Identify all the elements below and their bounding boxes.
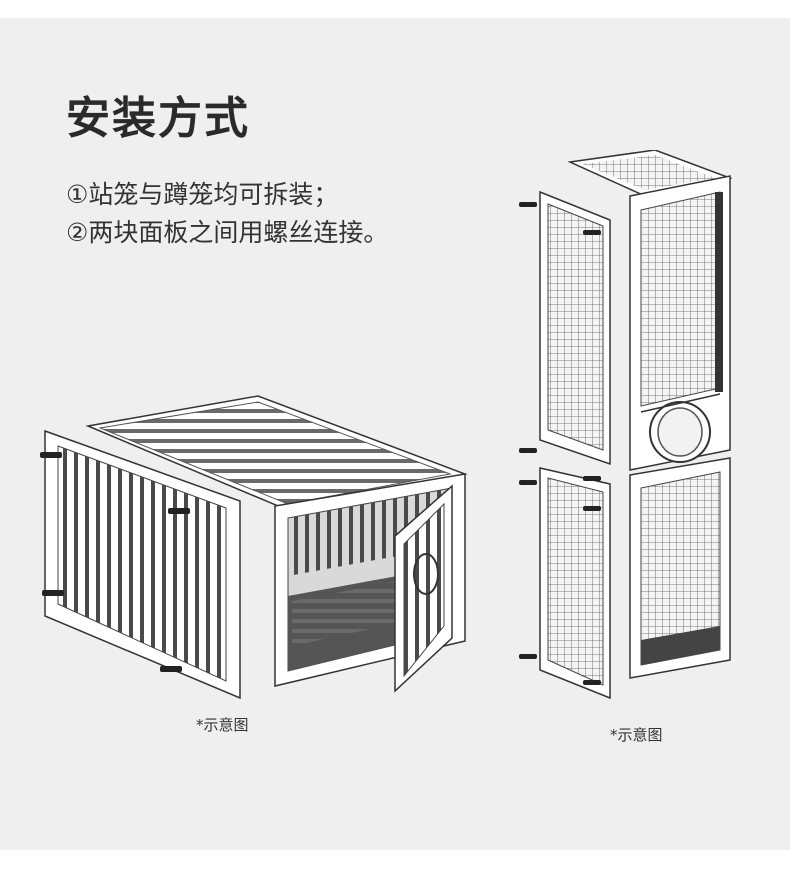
squat-cage-illustration bbox=[40, 395, 468, 700]
description: ①站笼与蹲笼均可拆装； ②两块面板之间用螺丝连接。 bbox=[66, 176, 388, 252]
description-line-1: ①站笼与蹲笼均可拆装； bbox=[66, 180, 339, 209]
left-caption: *示意图 bbox=[196, 716, 249, 734]
description-line-2: ②两块面板之间用螺丝连接。 bbox=[66, 218, 389, 247]
page-title: 安装方式 bbox=[66, 93, 250, 144]
standing-cage-illustration bbox=[519, 150, 733, 700]
content-panel: 安装方式 ①站笼与蹲笼均可拆装； ②两块面板之间用螺丝连接。 bbox=[0, 18, 790, 850]
right-caption: *示意图 bbox=[610, 726, 663, 744]
screw-icon bbox=[519, 202, 601, 685]
screw-icon bbox=[40, 452, 190, 672]
